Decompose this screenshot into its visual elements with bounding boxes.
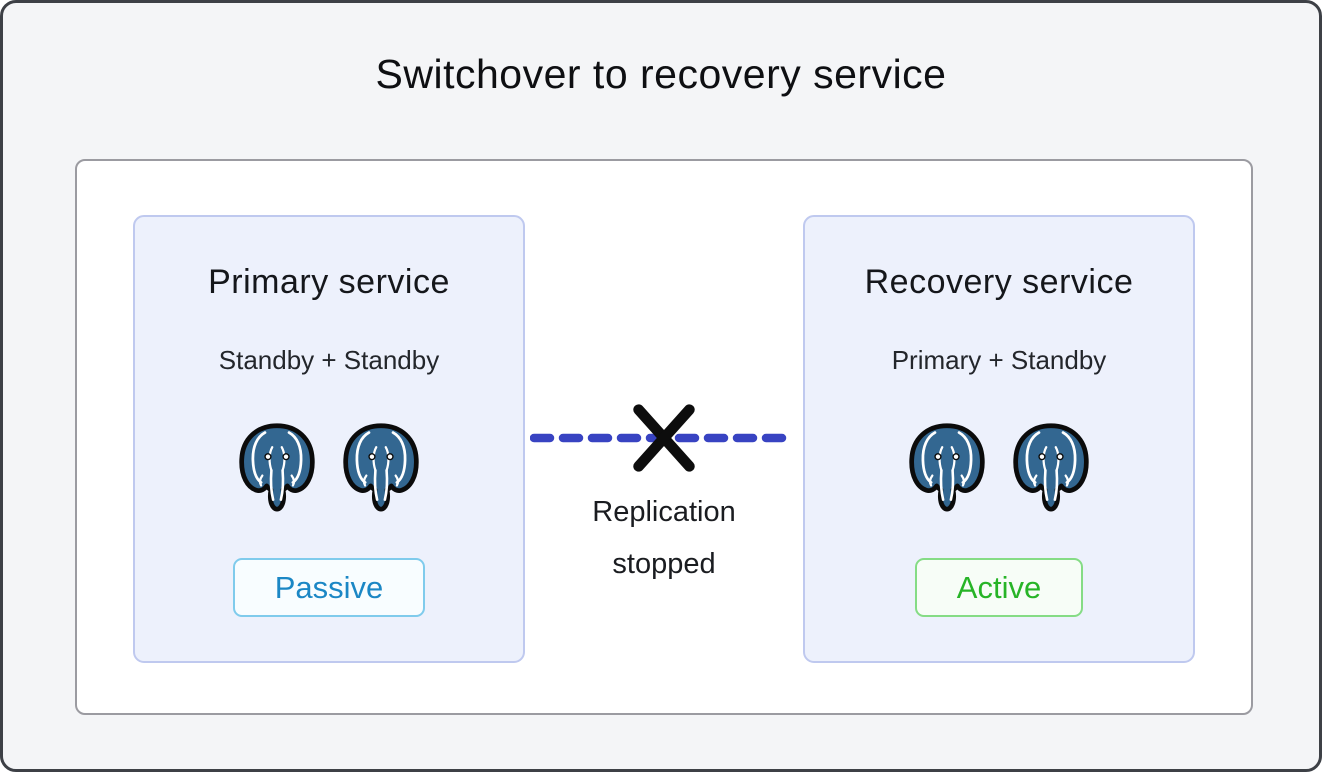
primary-service-roles: Standby + Standby [218,345,440,375]
recovery-service-roles: Primary + Standby [891,345,1107,375]
recovery-service-box: Recovery service Primary + Standby Activ… [803,215,1195,663]
replication-stopped-label: Replication stopped [592,496,736,580]
primary-service-databases [135,420,523,514]
x-cross-icon [633,404,695,472]
recovery-service-title: Recovery service [864,263,1134,301]
postgresql-elephant-icon [234,420,320,514]
postgresql-elephant-icon [1008,420,1094,514]
page-title: Switchover to recovery service [375,51,947,97]
primary-service-box: Primary service Standby + Standby Passiv… [133,215,525,663]
diagram-panel: Primary service Standby + Standby Passiv… [75,159,1253,715]
primary-status-badge: Passive [232,558,426,618]
primary-service-title: Primary service [208,263,450,301]
replication-connector: Replication stopped [525,215,803,663]
recovery-status-badge: Active [914,558,1084,618]
postgresql-elephant-icon [338,420,424,514]
postgresql-elephant-icon [904,420,990,514]
recovery-service-databases [805,420,1193,514]
